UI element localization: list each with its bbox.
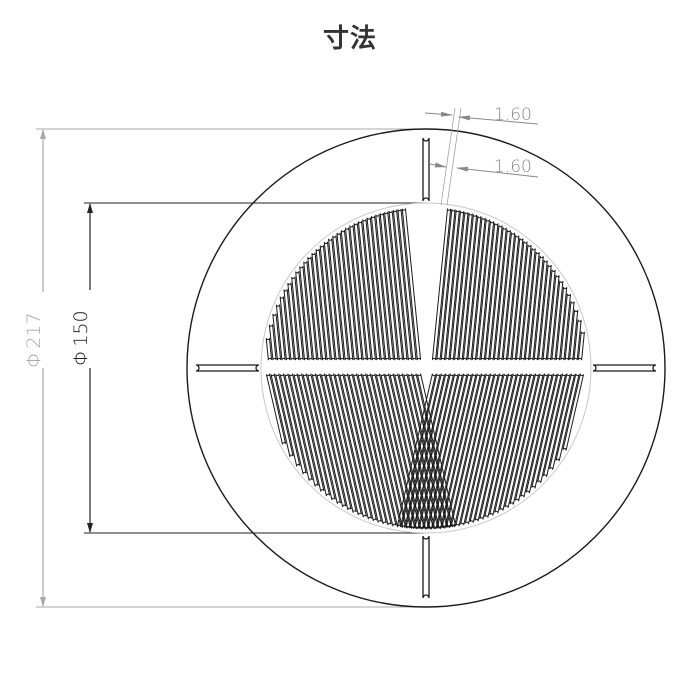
slot bbox=[315, 248, 331, 361]
slot bbox=[469, 373, 508, 523]
slot bbox=[401, 208, 422, 361]
slot bbox=[332, 235, 349, 361]
slot bbox=[551, 280, 564, 361]
slot bbox=[328, 238, 345, 361]
slot bbox=[474, 373, 513, 522]
slot bbox=[515, 244, 532, 361]
slot bbox=[467, 217, 486, 361]
slot bbox=[275, 373, 301, 467]
slot bbox=[279, 373, 307, 475]
slot bbox=[284, 373, 313, 481]
inner-diameter-dimension: Φ150 bbox=[70, 202, 426, 534]
cross-slot-left bbox=[195, 364, 260, 372]
slot bbox=[323, 241, 340, 361]
slot-grids bbox=[265, 208, 585, 530]
slot bbox=[416, 373, 457, 528]
slot bbox=[307, 256, 322, 361]
outer-diameter-dimension: Φ217 bbox=[23, 128, 426, 608]
slot bbox=[320, 373, 357, 513]
slot bbox=[562, 373, 585, 451]
slot bbox=[569, 309, 579, 361]
slot bbox=[268, 324, 277, 361]
slot bbox=[370, 215, 390, 361]
slot-width-label-1: 1.60 bbox=[494, 105, 532, 125]
slot-width-label-2: 1.60 bbox=[494, 157, 532, 177]
slot bbox=[409, 373, 450, 529]
slot bbox=[524, 251, 540, 361]
slot bbox=[297, 373, 331, 497]
outer-disc-outline bbox=[186, 128, 666, 608]
slot bbox=[265, 373, 287, 445]
slot-grid-top-left bbox=[265, 208, 422, 361]
cross-slot-bottom bbox=[422, 535, 430, 599]
slot bbox=[507, 238, 524, 361]
slot bbox=[538, 264, 552, 361]
slot bbox=[407, 373, 448, 529]
slot bbox=[555, 373, 580, 462]
slot bbox=[330, 373, 367, 518]
inner-diameter-label: Φ150 bbox=[70, 310, 92, 366]
slot bbox=[560, 293, 572, 361]
slot-width-dimension-1: 1.60 bbox=[424, 105, 539, 206]
slot bbox=[397, 208, 417, 361]
slot bbox=[398, 373, 439, 530]
slot bbox=[272, 313, 282, 361]
slot bbox=[288, 373, 319, 487]
slot bbox=[340, 229, 358, 361]
slot bbox=[511, 241, 528, 361]
slot bbox=[449, 211, 469, 361]
slot bbox=[336, 232, 354, 361]
slot bbox=[352, 373, 392, 526]
cross-slots bbox=[195, 137, 657, 599]
slot bbox=[418, 373, 459, 530]
slot bbox=[458, 214, 478, 361]
slot bbox=[542, 373, 571, 477]
slot bbox=[357, 373, 397, 527]
slot bbox=[440, 209, 460, 361]
slot bbox=[489, 373, 526, 516]
slot bbox=[499, 373, 535, 511]
slot bbox=[479, 373, 517, 520]
slot bbox=[375, 214, 394, 361]
slot bbox=[362, 219, 381, 361]
slot bbox=[533, 260, 548, 361]
slot bbox=[464, 373, 504, 525]
slot bbox=[349, 225, 367, 361]
outer-diameter-label: Φ217 bbox=[23, 312, 45, 368]
slot bbox=[343, 373, 382, 523]
slot bbox=[546, 274, 560, 361]
slot bbox=[502, 235, 520, 361]
slot bbox=[436, 209, 456, 361]
slot-grid-top-right bbox=[431, 208, 585, 361]
slot bbox=[353, 222, 372, 361]
slot bbox=[319, 245, 336, 361]
slot bbox=[542, 269, 556, 361]
slot bbox=[455, 373, 495, 527]
slot bbox=[573, 319, 582, 361]
slot bbox=[357, 220, 376, 361]
slot bbox=[405, 373, 446, 529]
slot bbox=[436, 373, 477, 529]
slot bbox=[529, 255, 544, 361]
slot-width-dimension-2: 1.60 bbox=[429, 157, 539, 178]
slot bbox=[303, 261, 318, 361]
page-title: 寸法 bbox=[322, 24, 377, 54]
inner-construction-circle bbox=[260, 202, 592, 534]
slot bbox=[401, 373, 441, 528]
slot bbox=[531, 373, 562, 489]
cross-slot-top bbox=[422, 137, 430, 202]
cross-slot-right bbox=[592, 364, 657, 372]
slot bbox=[549, 373, 576, 470]
slot bbox=[388, 210, 408, 361]
slot bbox=[311, 252, 327, 361]
slot bbox=[489, 227, 507, 361]
slot bbox=[445, 373, 486, 528]
slot bbox=[520, 248, 536, 361]
slot bbox=[537, 373, 567, 484]
